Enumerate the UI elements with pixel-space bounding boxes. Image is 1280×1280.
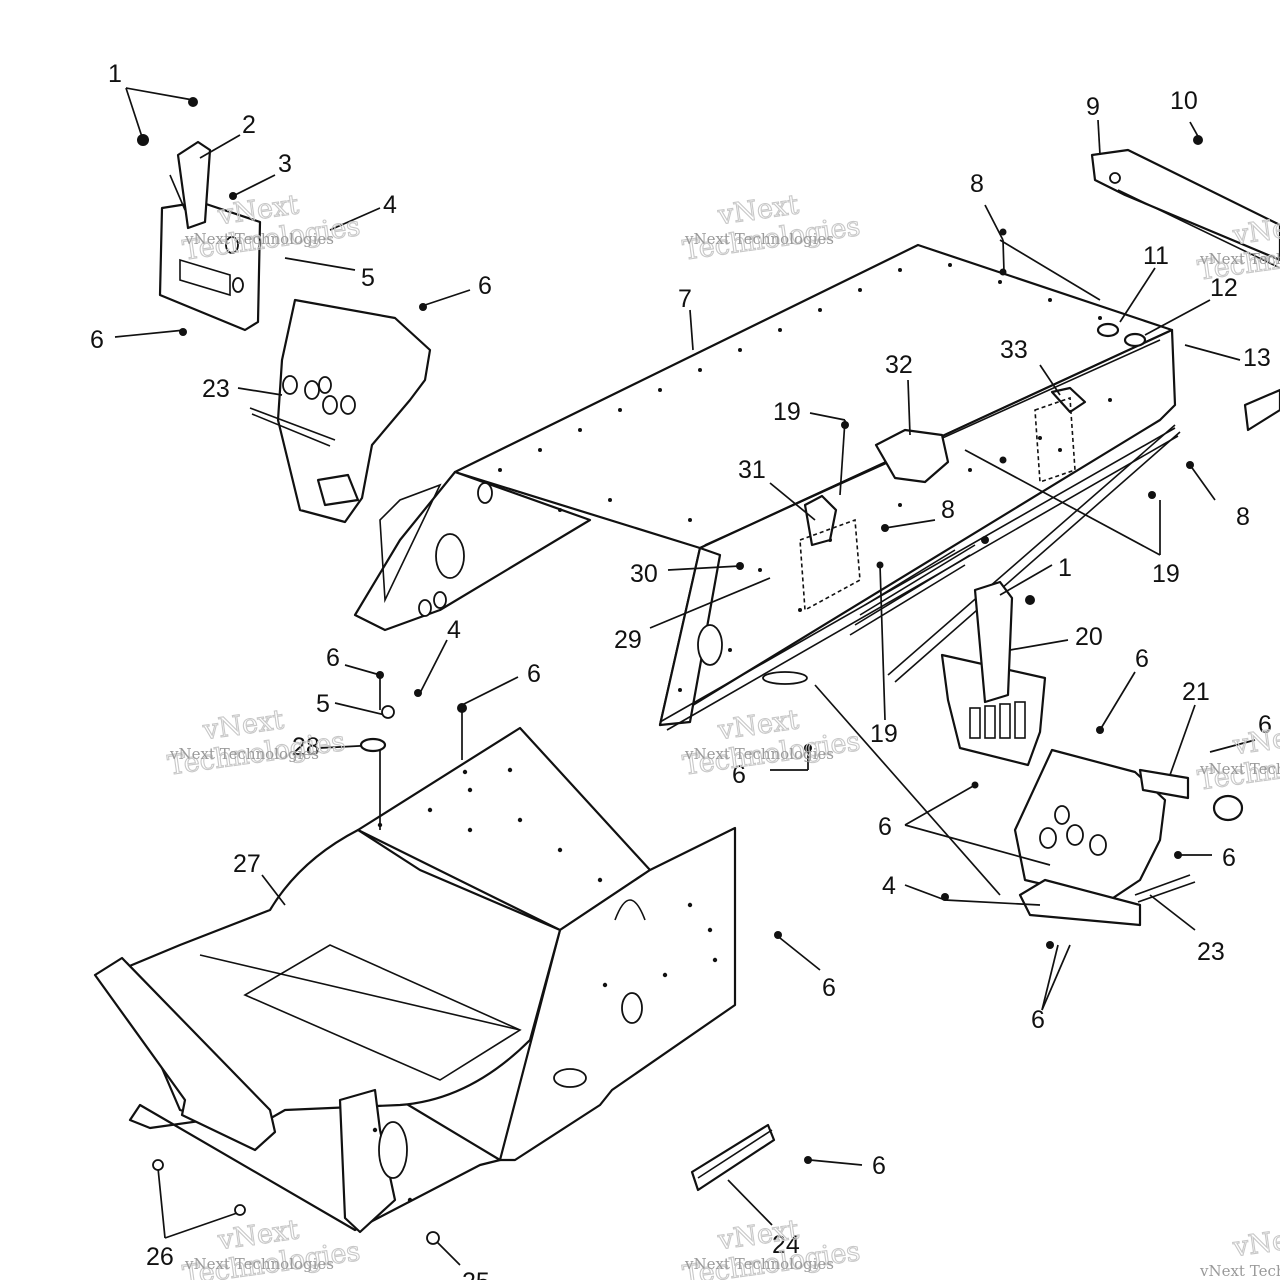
fasteners [137, 97, 1203, 1245]
callout-6: 6 [1135, 645, 1149, 673]
callout-4: 4 [882, 872, 896, 900]
callout-7: 7 [678, 285, 692, 313]
callout-9: 9 [1086, 93, 1100, 121]
callout-6: 6 [1258, 711, 1272, 739]
callout-30: 30 [630, 560, 658, 588]
right-plate-assembly [1013, 748, 1244, 927]
callout-6: 6 [1222, 844, 1236, 872]
callout-29: 29 [614, 626, 642, 654]
watermark: vNext Technologies vNext Technologies [680, 1214, 862, 1280]
callout-6: 6 [90, 326, 104, 354]
svg-text:vNext Technologies: vNext Technologies [684, 230, 834, 248]
bulkhead [93, 726, 737, 1234]
callout-4: 4 [447, 616, 461, 644]
front-right-bracket [940, 580, 1047, 767]
svg-text:vNext Technologies: vNext Technologies [1199, 250, 1280, 268]
callout-27: 27 [233, 850, 261, 878]
callout-6: 6 [822, 974, 836, 1002]
leader-lines [114, 87, 1256, 1266]
callout-labels: 1 2 3 4 5 6 6 23 7 8 9 10 11 12 13 33 32… [90, 60, 1272, 1280]
callout-23: 23 [1197, 938, 1225, 966]
callout-23: 23 [202, 375, 230, 403]
callout-6: 6 [878, 813, 892, 841]
rear-bracket-plate [1090, 148, 1280, 269]
callout-11: 11 [1143, 242, 1169, 270]
callout-8: 8 [941, 496, 955, 524]
callout-4: 4 [383, 191, 397, 219]
callout-25: 25 [462, 1268, 490, 1280]
watermark: vNext vNext Technologies [1199, 1221, 1280, 1280]
callout-2: 2 [242, 111, 256, 139]
callout-8: 8 [1236, 503, 1250, 531]
callout-10: 10 [1170, 87, 1198, 115]
svg-text:vNext Technologies: vNext Technologies [684, 1255, 834, 1273]
callout-6: 6 [1031, 1006, 1045, 1034]
callout-20: 20 [1075, 623, 1103, 651]
watermark: vNext Technologies vNext Technologies [680, 704, 862, 782]
callout-6: 6 [527, 660, 541, 688]
callout-8: 8 [970, 170, 984, 198]
callout-6: 6 [326, 644, 340, 672]
left-plate-assembly [249, 298, 432, 524]
callout-21: 21 [1182, 678, 1210, 706]
callout-24: 24 [772, 1231, 800, 1259]
callout-6: 6 [478, 272, 492, 300]
callout-19: 19 [773, 398, 801, 426]
small-tunnel-parts [799, 322, 1280, 612]
callout-31: 31 [738, 456, 766, 484]
callout-33: 33 [1000, 336, 1028, 364]
callout-13: 13 [1243, 344, 1271, 372]
svg-text:vNext: vNext [1230, 1221, 1280, 1263]
svg-text:vNext Technologies: vNext Technologies [1199, 760, 1280, 778]
angle-bracket [690, 1123, 776, 1192]
callout-19: 19 [870, 720, 898, 748]
callout-26: 26 [146, 1243, 174, 1271]
callout-6: 6 [732, 761, 746, 789]
callout-1: 1 [1058, 554, 1072, 582]
upper-left-bracket [158, 140, 262, 332]
callout-5: 5 [361, 264, 375, 292]
tunnel-assembly [353, 243, 1181, 731]
svg-text:vNext Technologies: vNext Technologies [169, 745, 319, 763]
watermark: vNext Technologies vNext Technologies [680, 189, 862, 267]
callout-32: 32 [885, 351, 913, 379]
callout-6: 6 [872, 1152, 886, 1180]
callout-3: 3 [278, 150, 292, 178]
callout-12: 12 [1210, 274, 1238, 302]
vent-slots [849, 544, 976, 636]
svg-text:vNext Technologies: vNext Technologies [184, 230, 334, 248]
svg-text:vNext Technologies: vNext Technologies [684, 745, 834, 763]
callout-28: 28 [292, 733, 320, 761]
svg-text:vNext Technologies: vNext Technologies [184, 1255, 334, 1273]
callout-19: 19 [1152, 560, 1180, 588]
svg-text:vNext Technologies: vNext Technologies [1199, 1262, 1280, 1280]
callout-5: 5 [316, 690, 330, 718]
callout-1: 1 [108, 60, 122, 88]
